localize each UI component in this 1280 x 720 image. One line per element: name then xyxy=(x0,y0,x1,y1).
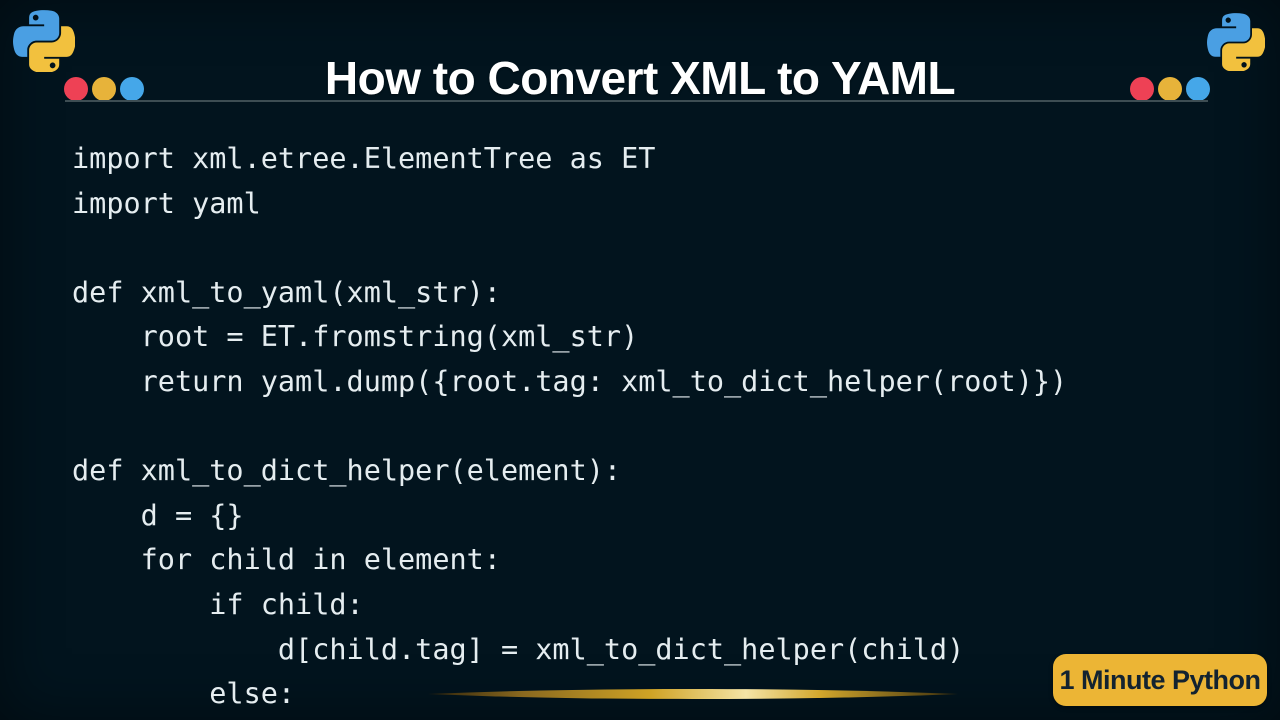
code-line xyxy=(72,405,1067,450)
code-line xyxy=(72,226,1067,271)
code-line: d[child.tag] = xml_to_dict_helper(child) xyxy=(72,632,965,666)
window-dot-yellow-icon xyxy=(92,77,116,101)
channel-badge-label: 1 Minute Python xyxy=(1059,664,1262,695)
channel-badge: 1 Minute Python xyxy=(1053,654,1267,706)
code-line: def xml_to_dict_helper(element): xyxy=(72,454,622,488)
code-line: root = ET.fromstring(xml_str) xyxy=(72,320,639,354)
window-dot-blue-icon xyxy=(1186,77,1210,101)
code-line: return yaml.dump({root.tag: xml_to_dict_… xyxy=(72,364,1068,398)
gold-divider-icon xyxy=(428,689,958,699)
code-line: def xml_to_yaml(xml_str): xyxy=(72,275,501,309)
header-divider xyxy=(65,100,1208,102)
window-dot-blue-icon xyxy=(120,77,144,101)
python-logo-icon xyxy=(13,10,75,72)
code-line: d = {} xyxy=(72,498,244,532)
window-dots-right xyxy=(1130,77,1210,101)
window-dots-left xyxy=(64,77,144,101)
code-block: import xml.etree.ElementTree as ET import… xyxy=(72,137,1067,717)
window-dot-red-icon xyxy=(64,77,88,101)
code-line: for child in element: xyxy=(72,543,501,577)
code-line: else: xyxy=(72,677,296,711)
page-title: How to Convert XML to YAML xyxy=(324,51,956,104)
code-line: import xml.etree.ElementTree as ET xyxy=(72,142,656,175)
python-logo-icon xyxy=(1207,13,1265,71)
window-dot-yellow-icon xyxy=(1158,77,1182,101)
code-line: if child: xyxy=(72,587,364,621)
window-dot-red-icon xyxy=(1130,77,1154,101)
code-line: import yaml xyxy=(72,186,261,220)
